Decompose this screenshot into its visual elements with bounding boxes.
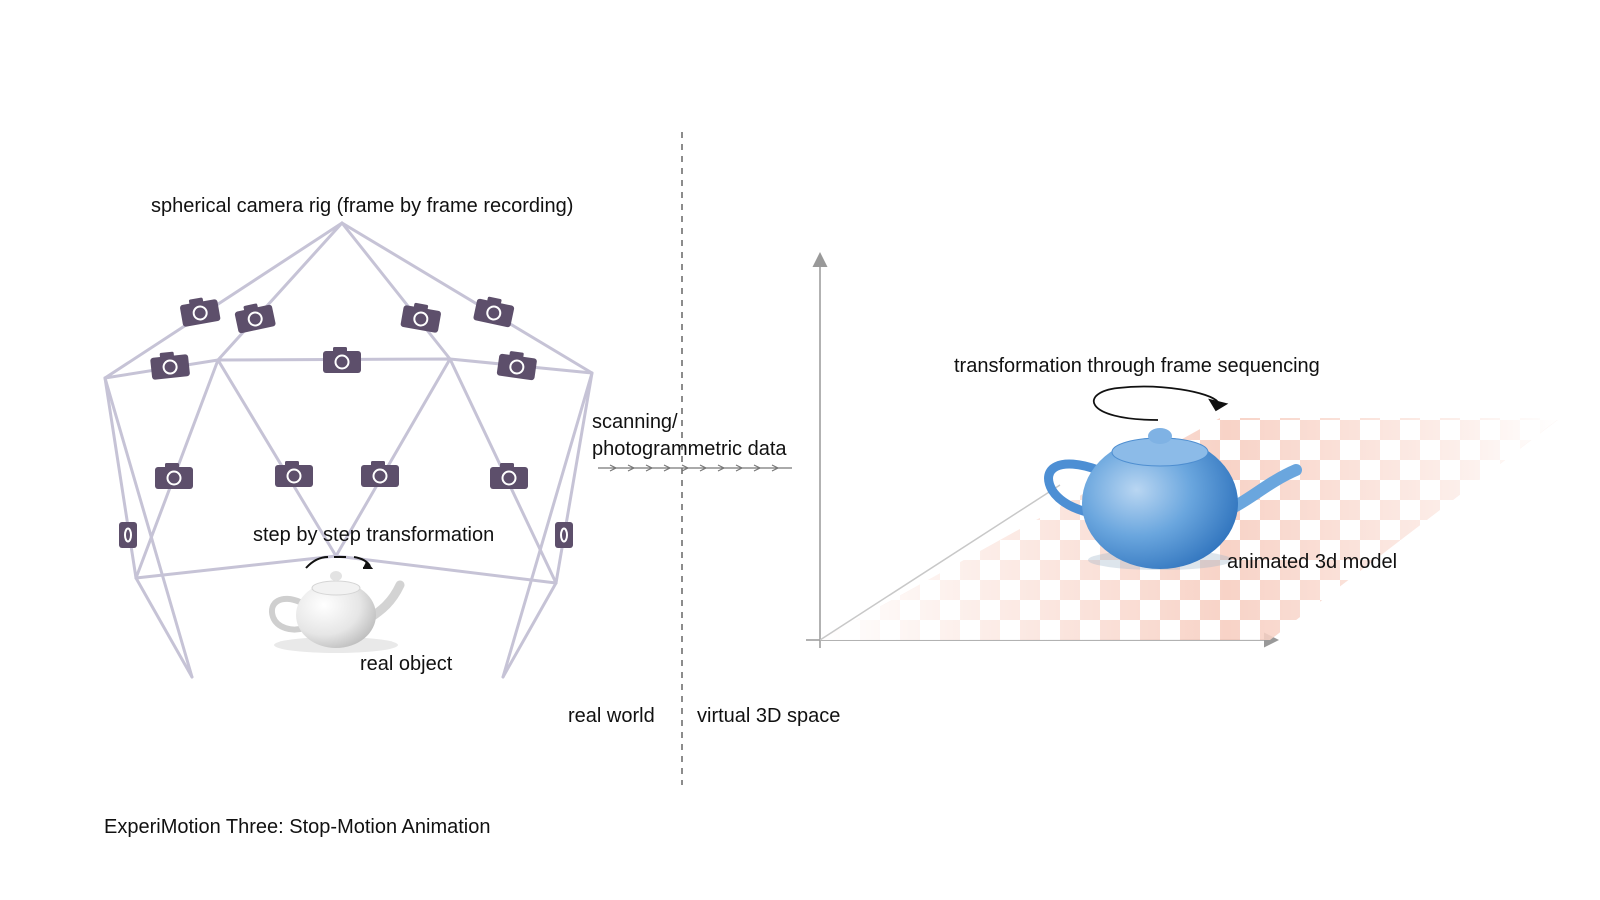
scan-label-line1: scanning/ xyxy=(592,411,678,433)
camera-icon xyxy=(489,462,529,490)
scan-label-line2: photogrammetric data xyxy=(592,438,787,460)
teapot-icon xyxy=(269,571,405,653)
camera-icon xyxy=(554,521,574,549)
camera-icon xyxy=(322,346,362,374)
rotation-arrow-icon xyxy=(1092,385,1229,421)
camera-icon xyxy=(177,293,222,329)
camera-icon xyxy=(399,299,444,335)
teapot-icon xyxy=(1044,428,1302,570)
step-label: step by step transformation xyxy=(253,524,494,546)
data-flow-arrow xyxy=(598,464,792,472)
footer-title: ExperiMotion Three: Stop-Motion Animatio… xyxy=(104,816,491,838)
real-world-label: real world xyxy=(568,705,655,727)
camera-icon xyxy=(495,348,539,382)
real-object-label: real object xyxy=(360,653,453,675)
camera-icon xyxy=(232,299,278,335)
camera-icon xyxy=(118,521,138,549)
model-label: animated 3d model xyxy=(1227,551,1397,573)
rig-label: spherical camera rig (frame by frame rec… xyxy=(151,195,573,217)
virtual-space-label: virtual 3D space xyxy=(697,705,840,727)
camera-icon xyxy=(154,462,194,490)
camera-icon xyxy=(360,460,400,488)
sequencing-label: transformation through frame sequencing xyxy=(954,355,1320,377)
rotation-arrow-icon xyxy=(305,556,374,569)
camera-icon xyxy=(148,349,192,381)
camera-icon xyxy=(471,293,517,329)
